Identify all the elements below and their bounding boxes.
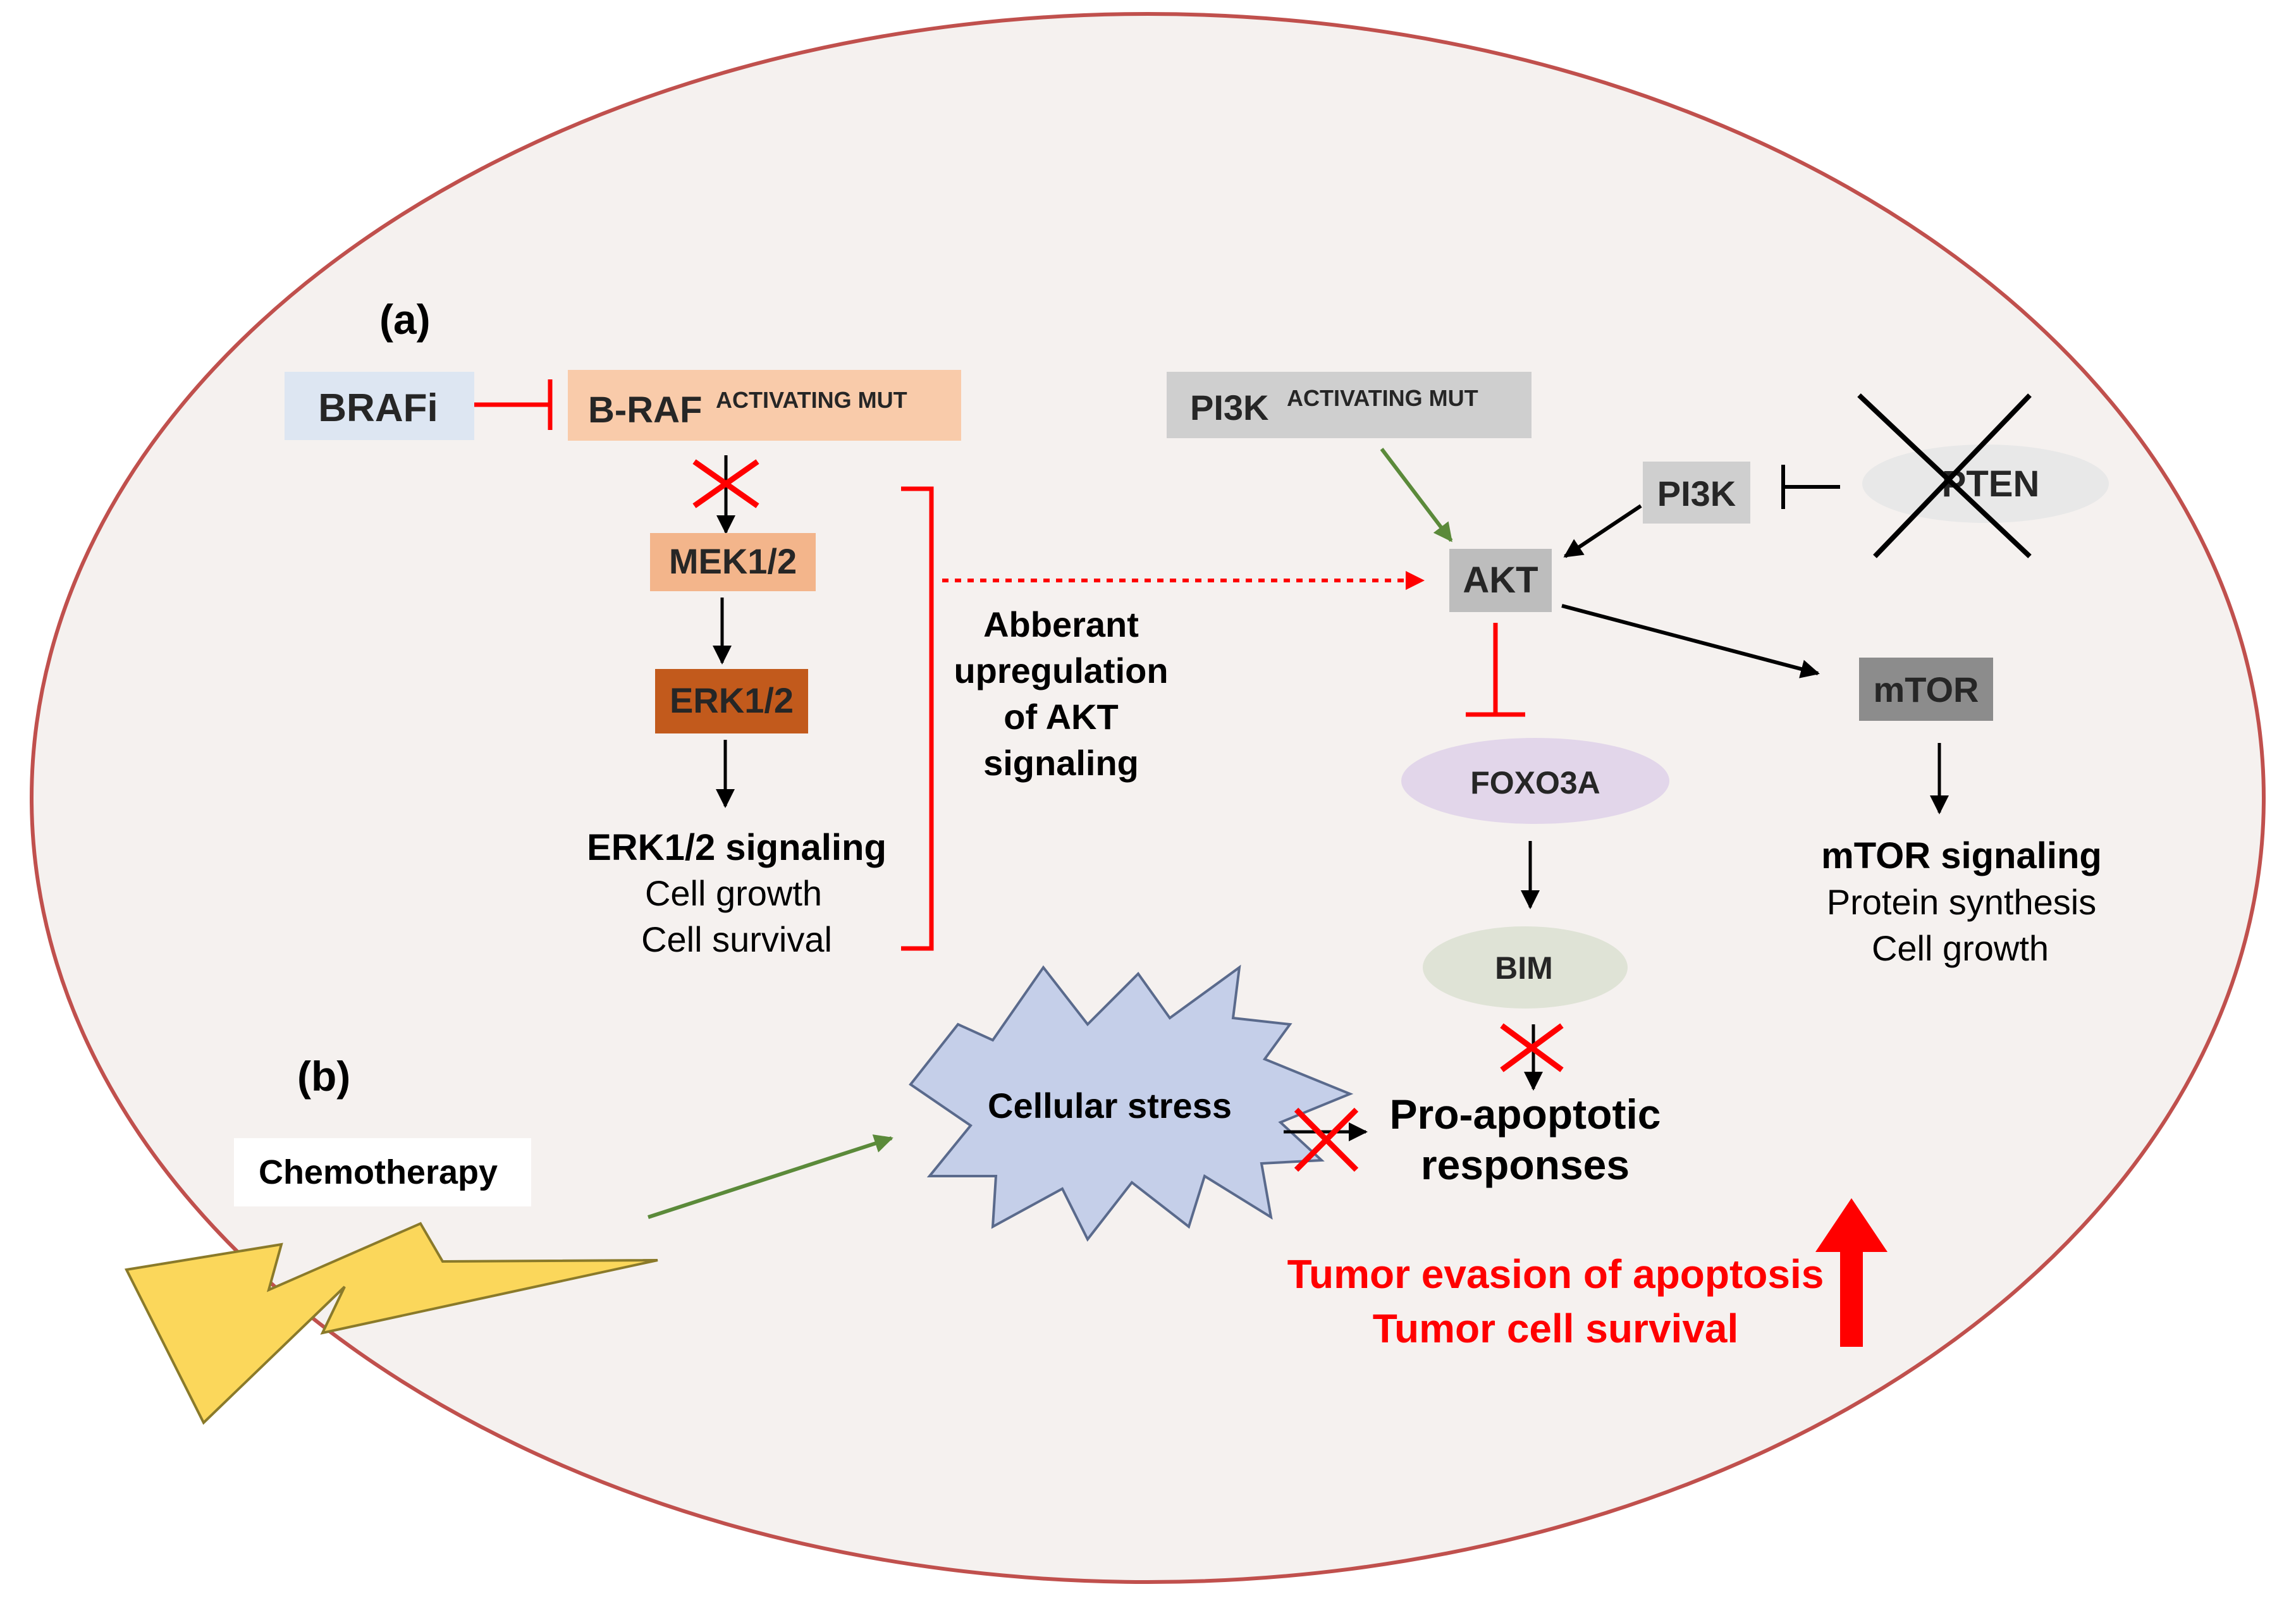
akt-node: AKT	[1449, 549, 1552, 612]
akt-foxo-inhibition	[1466, 623, 1525, 717]
erk-signaling-title: ERK1/2 signaling	[587, 827, 887, 868]
brafi-inhibition	[474, 379, 553, 430]
abberant-text-line1: Abberant	[983, 604, 1139, 644]
chemotherapy-label: Chemotherapy	[259, 1153, 498, 1191]
braf-node: B-RAF ACTIVATING MUT	[568, 370, 961, 441]
pi3k-label: PI3K	[1657, 474, 1736, 513]
brafi-label: BRAFi	[318, 386, 438, 430]
pi3k-akt-arrow	[1563, 504, 1642, 558]
mek-label: MEK1/2	[669, 541, 797, 581]
foxo3a-node: FOXO3A	[1401, 738, 1669, 824]
mtor-node: mTOR	[1859, 658, 1993, 721]
bim-proapoptotic-block-cross	[1500, 1023, 1564, 1072]
stress-proapoptotic-block-cross	[1294, 1107, 1359, 1172]
panel-label-b: (b)	[297, 1053, 350, 1100]
erk-pathway-bracket	[901, 486, 934, 951]
braf-mek-block-cross	[692, 459, 759, 508]
abberant-text-line2: upregulation	[954, 651, 1168, 690]
pten-pi3k-inhibition	[1781, 465, 1840, 509]
erk-node: ERK1/2	[655, 669, 808, 733]
bim-label: BIM	[1495, 950, 1553, 986]
erk-cell-growth: Cell growth	[645, 873, 822, 913]
mtor-protein-synthesis: Protein synthesis	[1827, 882, 2096, 922]
braf-superscript: ACTIVATING MUT	[716, 387, 907, 413]
lightning-bolt-icon	[124, 1222, 658, 1425]
proapoptotic-line1: Pro-apoptotic	[1390, 1091, 1661, 1138]
pi3k-mut-node: PI3K ACTIVATING MUT	[1167, 372, 1532, 438]
erk-label: ERK1/2	[670, 680, 794, 720]
pten-cross	[1857, 393, 2032, 558]
chemo-stress-arrow	[648, 1134, 893, 1219]
pi3k-mut-label: PI3K	[1190, 388, 1269, 427]
pten-node: PTEN	[1857, 393, 2109, 558]
cell-membrane	[30, 12, 2266, 1584]
abberant-text-line3: of AKT	[1004, 697, 1118, 737]
pi3k-node: PI3K	[1643, 462, 1750, 524]
mtor-label: mTOR	[1874, 670, 1979, 709]
mek-node: MEK1/2	[650, 533, 816, 591]
increase-arrow-icon	[1815, 1198, 1888, 1347]
outcome-line2: Tumor cell survival	[1373, 1306, 1739, 1351]
braf-label: B-RAF	[588, 390, 702, 431]
pi3k-mut-akt-arrow	[1380, 448, 1453, 543]
pi3k-mut-superscript: ACTIVATING MUT	[1287, 385, 1478, 411]
cellular-stress-node: Cellular stress	[909, 964, 1354, 1242]
outcome-line1: Tumor evasion of apoptosis	[1287, 1251, 1824, 1297]
proapoptotic-line2: responses	[1421, 1141, 1630, 1188]
akt-mtor-arrow	[1561, 604, 1820, 678]
bim-node: BIM	[1423, 926, 1628, 1009]
erk-cell-survival: Cell survival	[641, 919, 832, 959]
chemotherapy-node: Chemotherapy	[234, 1138, 531, 1206]
mtor-cell-growth: Cell growth	[1872, 928, 2049, 968]
foxo3a-label: FOXO3A	[1470, 765, 1600, 800]
abberant-text-line4: signaling	[983, 743, 1139, 783]
brafi-node: BRAFi	[285, 372, 474, 440]
cellular-stress-label: Cellular stress	[988, 1086, 1232, 1126]
panel-label-a: (a)	[379, 296, 431, 343]
akt-label: AKT	[1463, 560, 1538, 601]
mtor-signaling-title: mTOR signaling	[1821, 835, 2102, 876]
